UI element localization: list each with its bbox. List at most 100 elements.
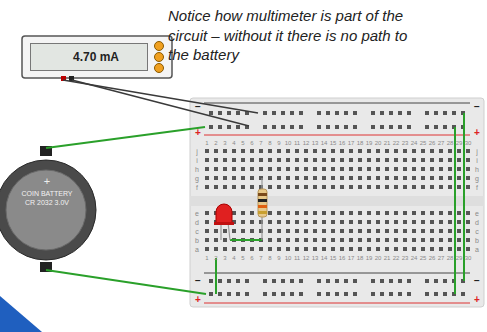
breadboard-hole (263, 292, 267, 296)
breadboard-hole (430, 158, 434, 162)
breadboard-hole (385, 238, 389, 242)
breadboard-hole (236, 125, 240, 129)
breadboard-hole (349, 220, 353, 224)
breadboard-hole (304, 167, 308, 171)
breadboard-hole (322, 185, 326, 189)
breadboard-hole (349, 238, 353, 242)
breadboard-hole (421, 211, 425, 215)
column-number: 9 (277, 255, 280, 261)
breadboard-hole (403, 167, 407, 171)
breadboard-hole (466, 176, 470, 180)
breadboard-hole (376, 158, 380, 162)
column-number: 16 (339, 140, 346, 146)
breadboard-hole (322, 229, 326, 233)
breadboard-hole (367, 247, 371, 251)
breadboard-hole (281, 279, 285, 283)
breadboard-hole (358, 167, 362, 171)
breadboard-hole (394, 220, 398, 224)
breadboard-hole (385, 229, 389, 233)
breadboard-hole (412, 229, 416, 233)
breadboard-hole (205, 229, 209, 233)
breadboard-hole (434, 279, 438, 283)
breadboard-hole (304, 247, 308, 251)
breadboard-hole (290, 125, 294, 129)
breadboard-hole (250, 220, 254, 224)
resistor-band (258, 199, 267, 202)
breadboard-hole (380, 111, 384, 115)
breadboard-hole (281, 125, 285, 129)
column-number: 23 (402, 255, 409, 261)
breadboard-hole (250, 149, 254, 153)
breadboard-hole (268, 167, 272, 171)
column-number: 9 (277, 140, 280, 146)
row-letter: e (195, 210, 199, 217)
breadboard-hole (439, 167, 443, 171)
breadboard-hole (331, 185, 335, 189)
breadboard-hole (313, 229, 317, 233)
breadboard-hole (380, 292, 384, 296)
breadboard-hole (272, 292, 276, 296)
column-number: 21 (384, 140, 391, 146)
breadboard-hole (241, 149, 245, 153)
breadboard-hole (272, 125, 276, 129)
breadboard-hole (313, 238, 317, 242)
breadboard-hole (268, 229, 272, 233)
breadboard-hole (214, 167, 218, 171)
breadboard-hole (353, 111, 357, 115)
rail-line (204, 135, 470, 136)
breadboard-hole (259, 247, 263, 251)
breadboard-hole (277, 238, 281, 242)
breadboard-hole (263, 279, 267, 283)
breadboard-hole (232, 229, 236, 233)
breadboard-hole (268, 238, 272, 242)
rail-sign: − (474, 102, 480, 112)
breadboard-hole (358, 247, 362, 251)
breadboard-hole (439, 185, 443, 189)
breadboard-hole (313, 149, 317, 153)
breadboard-hole (457, 149, 461, 153)
breadboard-hole (344, 279, 348, 283)
column-number: 19 (366, 255, 373, 261)
breadboard-hole (434, 111, 438, 115)
breadboard-hole (403, 229, 407, 233)
row-letter: i (196, 157, 198, 164)
breadboard-hole (286, 176, 290, 180)
breadboard-hole (371, 279, 375, 283)
column-number: 24 (411, 255, 418, 261)
breadboard-hole (398, 279, 402, 283)
breadboard-hole (295, 158, 299, 162)
breadboard-hole (376, 247, 380, 251)
column-number: 1 (205, 255, 208, 261)
breadboard-hole (358, 149, 362, 153)
breadboard-hole (214, 229, 218, 233)
column-number: 11 (294, 140, 300, 146)
breadboard-hole (272, 111, 276, 115)
breadboard (190, 98, 484, 307)
breadboard-hole (232, 211, 236, 215)
breadboard-hole (353, 292, 357, 296)
column-number: 7 (259, 140, 262, 146)
column-number: 1 (205, 140, 208, 146)
breadboard-hole (367, 176, 371, 180)
breadboard-hole (340, 247, 344, 251)
rail-sign: + (474, 295, 480, 305)
breadboard-hole (223, 176, 227, 180)
breadboard-hole (317, 111, 321, 115)
row-letter: g (475, 175, 479, 182)
breadboard-hole (209, 292, 213, 296)
breadboard-hole (245, 292, 249, 296)
breadboard-hole (227, 111, 231, 115)
breadboard-hole (457, 229, 461, 233)
breadboard-hole (304, 220, 308, 224)
breadboard-hole (227, 279, 231, 283)
breadboard-hole (430, 220, 434, 224)
breadboard-hole (268, 158, 272, 162)
breadboard-hole (412, 176, 416, 180)
breadboard-hole (358, 220, 362, 224)
column-number: 10 (285, 140, 292, 146)
breadboard-hole (241, 185, 245, 189)
breadboard-hole (448, 158, 452, 162)
breadboard-hole (250, 211, 254, 215)
breadboard-hole (394, 247, 398, 251)
breadboard-hole (205, 176, 209, 180)
